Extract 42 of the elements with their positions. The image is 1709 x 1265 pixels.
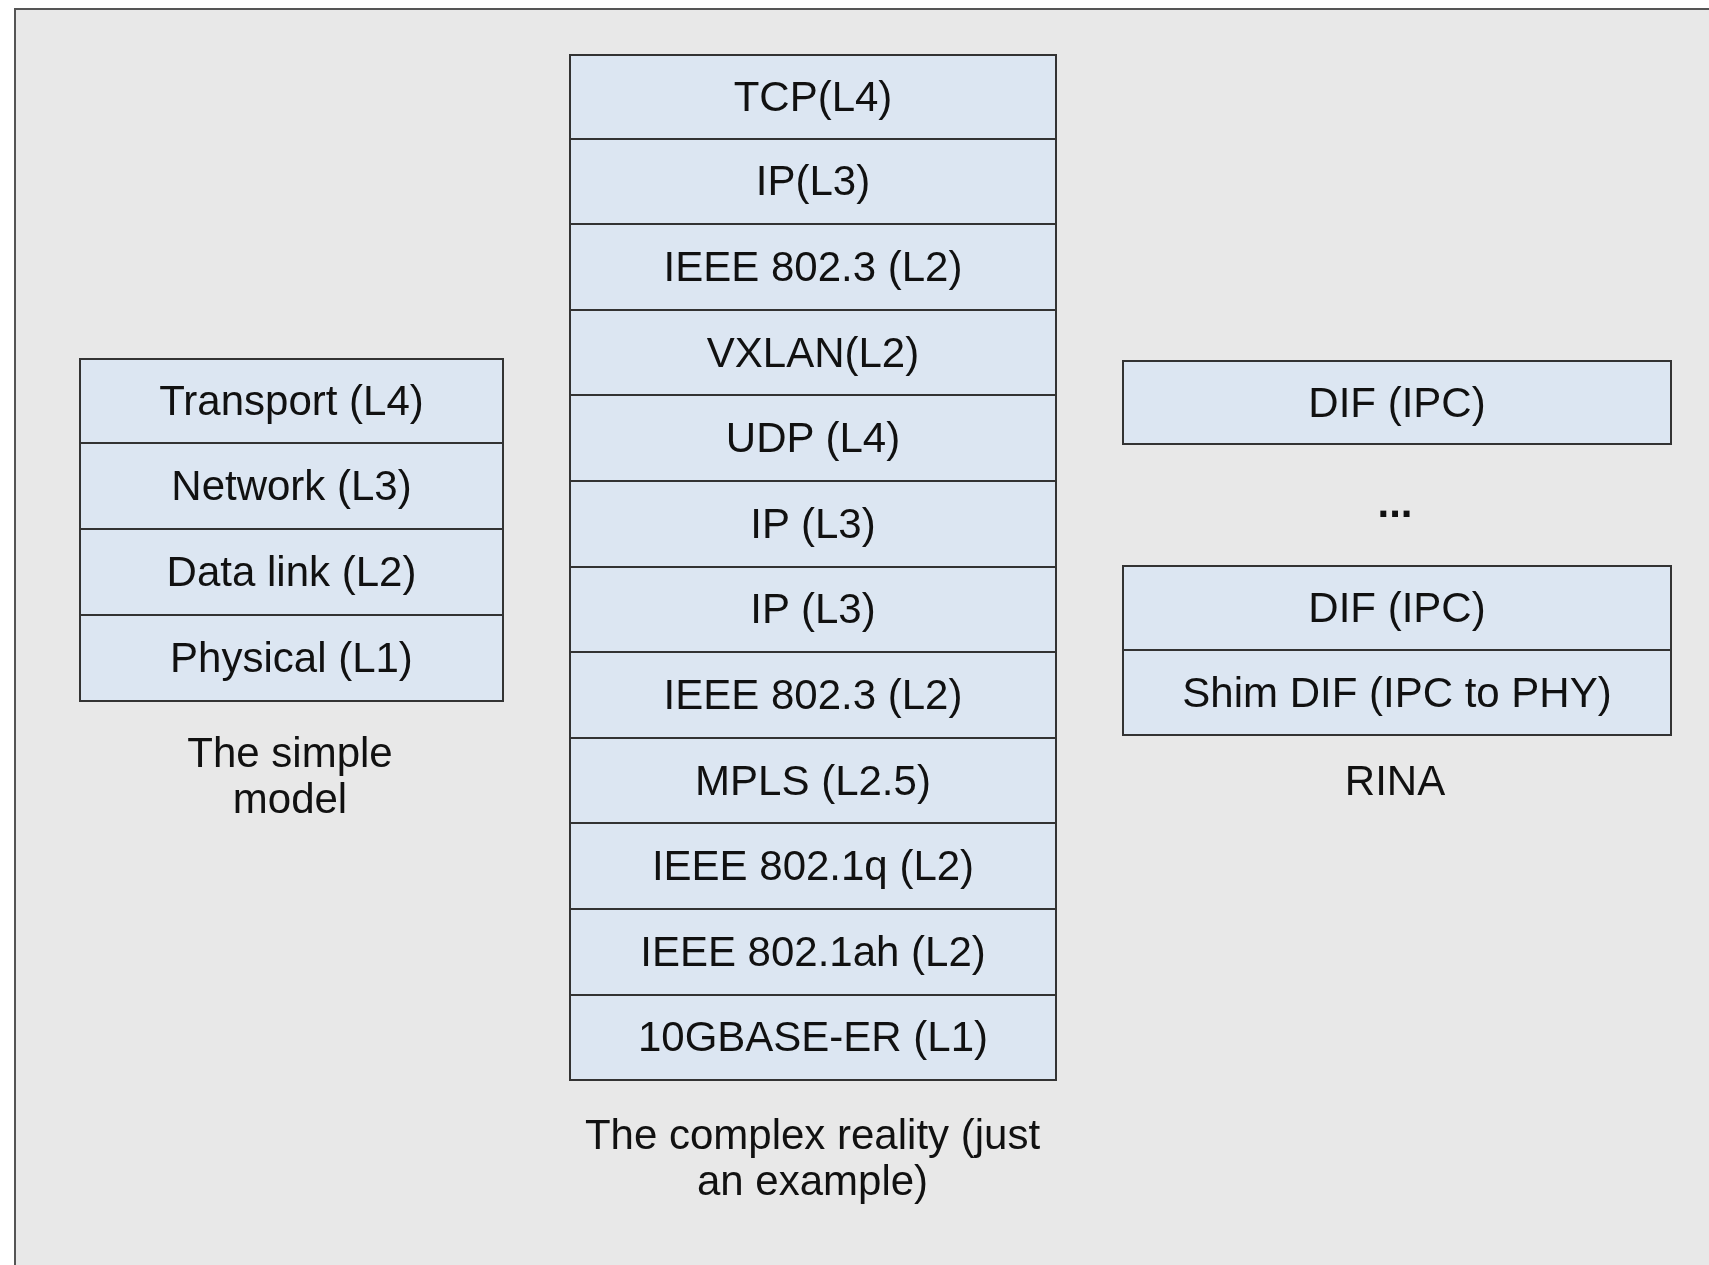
layer-box [569,396,1057,482]
layer-box [569,995,1057,1082]
layer-name: Network (L3) [171,462,412,510]
layer-box [569,910,1057,996]
stack-caption: The simple model [186,730,394,822]
ellipsis: ... [1376,480,1414,526]
layer-box [79,530,504,616]
layer-box [79,444,504,530]
layer-name: IP (L3) [750,585,876,634]
layer-box [569,310,1057,397]
layer-box [1122,565,1672,651]
layer-name: DIF (IPC) [1308,378,1486,427]
layer-name: Data link (L2) [166,548,417,596]
layer-name: DIF (IPC) [1308,584,1486,632]
layer-box [1122,651,1672,736]
layer-name: IEEE 802.1q (L2) [651,842,975,891]
layer-name: MPLS (L2.5) [695,756,931,805]
layer-box [569,225,1057,311]
layer-name: IEEE 802.1ah (L2) [640,927,986,976]
layer-name: Transport (L4) [159,377,424,425]
layer-name: IEEE 802.3 (L2) [663,671,963,719]
stack-caption: RINA [1343,758,1447,804]
layer-box [79,616,504,702]
layer-name: TCP(L4) [733,72,893,121]
layer-box [569,482,1057,568]
layer-name: VXLAN(L2) [706,328,920,377]
layer-box [79,358,504,444]
layer-name: IP(L3) [755,157,871,206]
layer-name: Physical (L1) [170,634,413,682]
layer-name: Shim DIF (IPC to PHY) [1182,668,1612,717]
layer-box [1122,360,1672,445]
layer-box [569,824,1057,910]
layer-box [569,139,1057,226]
layer-name: UDP (L4) [725,414,901,463]
layer-name: IEEE 802.3 (L2) [663,243,963,291]
stack-caption: The complex reality (just an example) [583,1112,1042,1204]
layer-name: 10GBASE-ER (L1) [637,1013,989,1062]
layer-box [569,738,1057,825]
layer-box [569,653,1057,739]
layer-box [569,54,1057,140]
layer-box [569,567,1057,654]
layer-name: IP (L3) [750,499,876,548]
